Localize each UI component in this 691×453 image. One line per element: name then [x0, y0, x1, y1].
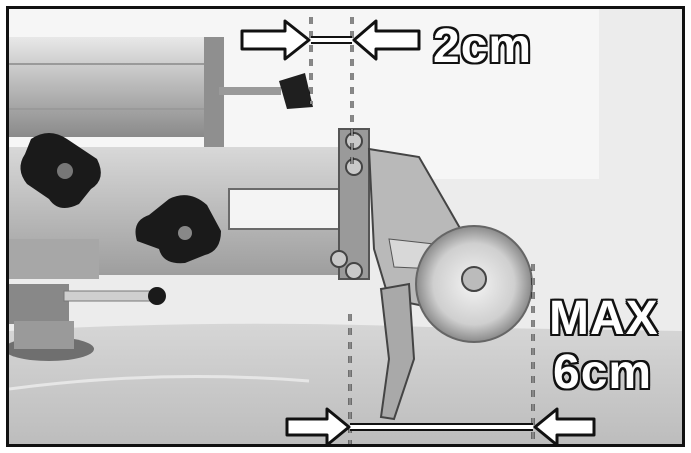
bottom-measurement-arrows — [285, 407, 596, 444]
brake-lever — [379, 282, 416, 421]
bottom-measurement-max-label: MAX — [549, 292, 659, 345]
bottom-measurement-value-label: 6cm — [553, 346, 653, 399]
top-measurement-arrows — [240, 19, 421, 61]
suction-cup-assembly — [9, 284, 166, 361]
star-knob-right — [135, 195, 221, 264]
caster-wheel — [415, 225, 533, 343]
tool-photo — [9, 9, 682, 444]
right-pointing-arrow-icon — [240, 19, 311, 61]
upper-aluminium-bar — [9, 37, 214, 137]
right-pointing-arrow-icon — [285, 407, 351, 444]
photo-frame: 2cm MAX 6cm — [6, 6, 685, 447]
rubber-stop — [279, 73, 313, 109]
left-pointing-arrow-icon — [533, 407, 596, 444]
mounting-plate — [338, 128, 370, 280]
floor-surface — [9, 323, 682, 444]
left-pointing-arrow-icon — [352, 19, 421, 61]
top-measurement-label: 2cm — [433, 20, 533, 73]
star-knob-left — [20, 133, 101, 208]
